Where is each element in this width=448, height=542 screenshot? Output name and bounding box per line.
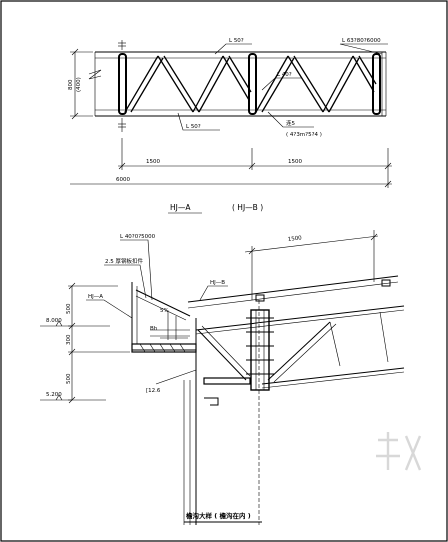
elevation-bottom-value: 5.200 <box>46 392 62 398</box>
base-plate <box>203 377 251 385</box>
truss-vertical <box>248 53 257 115</box>
dim-500-lower: 500 <box>66 373 72 384</box>
label-sheet: 2.5 厚钢板扣件 <box>105 257 143 265</box>
leader-plate <box>339 43 388 55</box>
leader-hj-b <box>199 285 228 301</box>
detail-truss-bottom <box>261 367 405 385</box>
span-right-value: 1500 <box>288 159 302 165</box>
leader-top-chord <box>214 43 252 55</box>
label-weld-note: ( 4?3m?5?4 ) <box>286 132 322 138</box>
label-bh: Bh <box>150 326 158 332</box>
truss-span-dimensions <box>70 138 392 188</box>
label-bottom-chord: L 50? <box>186 124 201 130</box>
column <box>250 309 270 391</box>
elevation-top-value: 8.000 <box>46 318 62 324</box>
gutter-lining <box>135 289 191 317</box>
detail-span-dimension <box>244 235 379 253</box>
roof-top <box>187 275 399 303</box>
label-slope: 5% <box>160 308 169 314</box>
leader-hj-a <box>86 299 133 319</box>
label-diagonal: L 40? <box>277 72 292 78</box>
gutter-bottom <box>131 343 197 353</box>
total-length-value: 6000 <box>116 177 130 183</box>
span-left-value: 1500 <box>146 159 160 165</box>
truss-diagonals <box>124 55 377 113</box>
dim-300: 300 <box>66 334 72 345</box>
bracket-diagonal <box>197 329 247 381</box>
leader-bottom-chord <box>177 112 220 131</box>
truss-elevation <box>88 40 388 132</box>
label-connector: 连5 <box>286 119 296 127</box>
detail-caption: 檐沟大样 ( 檐沟在内 ) <box>186 511 251 520</box>
leader-sheet <box>104 264 147 299</box>
label-hj-b: HJ—B <box>210 280 225 286</box>
break-symbol <box>88 69 102 80</box>
truss-height-alt-value: (400) <box>76 77 82 92</box>
caption-hj-a: HJ—A <box>170 203 191 212</box>
label-channel: [12.6 <box>146 388 161 394</box>
elevation-mark-top <box>40 320 72 327</box>
gutter-outlet <box>204 397 219 406</box>
eaves-detail <box>40 230 405 525</box>
truss-vertical <box>118 53 127 115</box>
label-span: 1500 <box>288 235 303 243</box>
leader-diagonal <box>261 77 302 91</box>
label-hj-a: HJ—A <box>88 294 103 300</box>
label-plate: L 63?80?6000 <box>342 38 381 44</box>
leader-angle <box>120 239 153 301</box>
truss-vertical <box>372 53 381 115</box>
label-top-chord: L 50? <box>229 38 244 44</box>
dim-500-upper: 500 <box>66 303 72 314</box>
purlin <box>381 279 391 287</box>
watermark-logo <box>376 432 422 471</box>
leader-connector <box>267 111 314 128</box>
roof-under <box>187 281 399 309</box>
purlin <box>255 294 265 302</box>
detail-truss-diagonal <box>267 321 331 381</box>
column-stiffeners <box>246 317 274 375</box>
label-angle: L 40?0?5000 <box>120 234 156 240</box>
gutter-hatch <box>139 343 146 353</box>
truss-height-dimension <box>70 48 93 120</box>
detail-truss-top <box>195 305 405 331</box>
elevation-mark-bottom <box>40 394 72 401</box>
leader-channel <box>155 369 197 385</box>
caption-hj-b: ( HJ—B ) <box>232 203 263 212</box>
truss-height-value: 800 <box>68 79 74 90</box>
